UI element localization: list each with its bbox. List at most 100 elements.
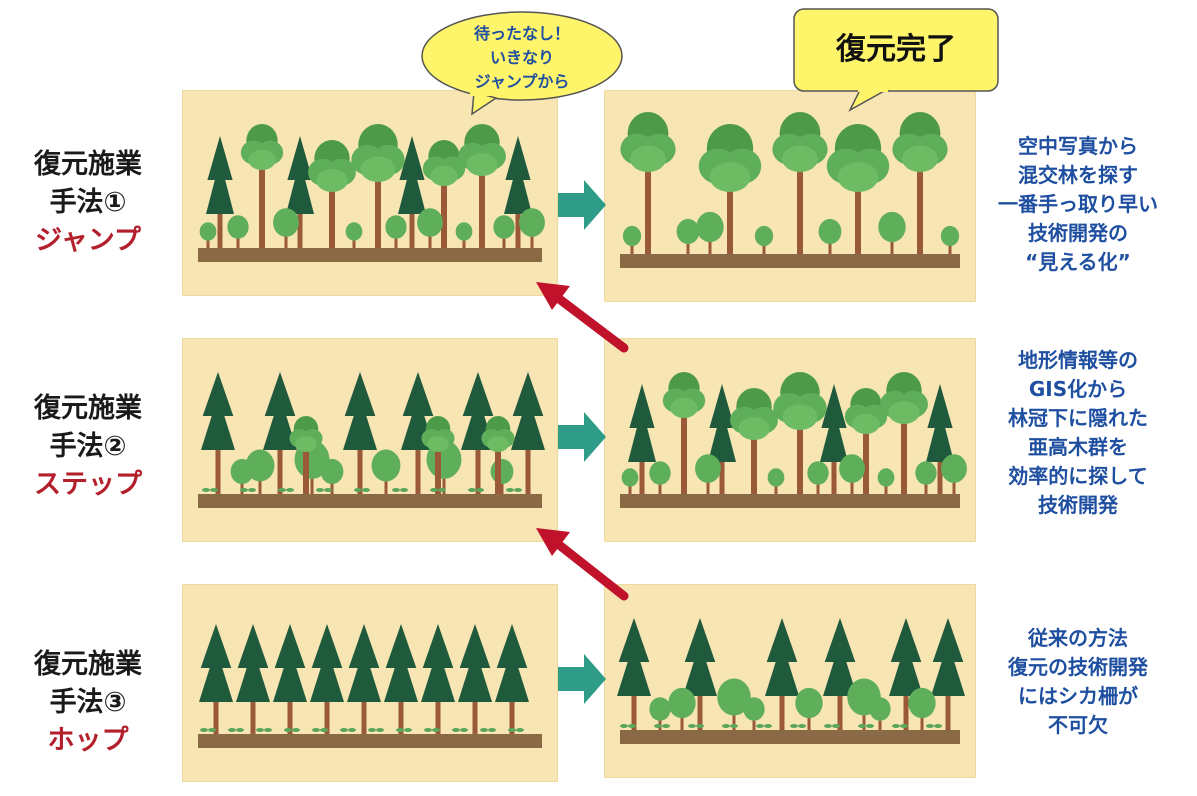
panel-hop-after xyxy=(604,584,976,778)
description-line: GIS化から xyxy=(1028,377,1128,401)
sprout xyxy=(368,728,384,732)
sapling xyxy=(519,208,545,248)
bubble-title: 復元完了 xyxy=(836,32,956,67)
broadleaf-tree xyxy=(240,124,284,248)
conifer-tree xyxy=(310,624,344,734)
sprout xyxy=(316,488,332,492)
conifer-tree xyxy=(889,618,923,730)
sapling xyxy=(940,225,960,254)
progress-arrow-icon xyxy=(558,180,606,230)
sapling xyxy=(493,215,515,248)
forest-illustration xyxy=(620,112,960,268)
method-label-hop: 復元施業 手法③ ホップ xyxy=(8,646,168,760)
sprout xyxy=(228,728,244,732)
sprout xyxy=(452,728,468,732)
panel-jump-before xyxy=(182,90,558,296)
sapling xyxy=(649,461,671,494)
sprout xyxy=(202,488,218,492)
panel-hop-before xyxy=(182,584,558,782)
description-line: 林冠下に隠れた xyxy=(1008,406,1148,430)
sapling xyxy=(621,468,639,494)
broadleaf-tree xyxy=(289,416,323,494)
conifer-tree xyxy=(708,384,736,494)
ground-strip xyxy=(620,494,960,508)
broadleaf-tree xyxy=(481,416,515,494)
sprout xyxy=(508,728,524,732)
forest-illustration xyxy=(617,618,965,744)
conifer-tree xyxy=(765,618,799,730)
broadleaf-tree xyxy=(620,112,676,254)
sapling xyxy=(649,697,671,730)
sprout xyxy=(790,724,806,728)
method-label-step: 復元施業 手法② ステップ xyxy=(8,390,168,504)
conifer-tree xyxy=(273,624,307,734)
conifer-tree xyxy=(286,136,314,248)
forest-illustration xyxy=(620,372,967,508)
sapling xyxy=(227,215,249,248)
panel-step-before xyxy=(182,338,558,542)
broadleaf-tree xyxy=(351,124,405,248)
sapling xyxy=(273,208,299,248)
panel-step-after xyxy=(604,338,976,542)
sprout xyxy=(620,724,636,728)
forest-illustration xyxy=(198,624,542,748)
method-heading-line2: 手法① xyxy=(49,187,127,218)
sapling xyxy=(696,211,724,254)
conifer-tree xyxy=(236,624,270,734)
ground-strip xyxy=(620,254,960,268)
sapling xyxy=(754,225,774,254)
broadleaf-tree xyxy=(458,124,506,248)
sprout xyxy=(506,488,522,492)
conifer-tree xyxy=(343,372,377,494)
ground-strip xyxy=(198,494,542,508)
sapling xyxy=(818,218,842,254)
description-line: 復元の技術開発 xyxy=(1008,655,1148,679)
sapling xyxy=(869,697,891,730)
broadleaf-tree xyxy=(880,372,928,494)
sapling xyxy=(199,222,217,248)
broadleaf-tree xyxy=(826,124,890,254)
conifer-tree xyxy=(199,624,233,734)
sprout xyxy=(688,724,704,728)
bubble-line: いきなり xyxy=(489,48,554,67)
description-hop: 従来の方法 復元の技術開発 にはシカ柵が 不可欠 xyxy=(968,624,1188,740)
conifer-tree xyxy=(504,136,532,248)
sprout xyxy=(926,724,942,728)
sapling xyxy=(371,449,401,494)
speech-bubble-shape xyxy=(793,8,999,112)
sapling xyxy=(676,218,700,254)
speech-bubble-done: 復元完了 xyxy=(790,6,1002,112)
sapling xyxy=(455,222,473,248)
forest-illustration xyxy=(198,124,545,262)
broadleaf-tree xyxy=(422,140,466,248)
sprout xyxy=(468,488,484,492)
sprout xyxy=(392,488,408,492)
description-line: 一番手っ取り早い xyxy=(998,192,1158,216)
sprout xyxy=(722,724,738,728)
description-line: “見える化” xyxy=(1025,250,1131,274)
back-arrow-icon xyxy=(536,528,629,601)
conifer-tree xyxy=(384,624,418,734)
method-name: ジャンプ xyxy=(35,225,141,256)
ground-strip xyxy=(198,248,542,262)
conifer-tree xyxy=(823,618,857,730)
sprout xyxy=(824,724,840,728)
broadleaf-tree xyxy=(844,388,888,494)
sapling xyxy=(877,468,895,494)
sprout xyxy=(284,728,300,732)
description-line: 不可欠 xyxy=(1048,713,1108,737)
sapling xyxy=(767,468,785,494)
sapling xyxy=(385,215,407,248)
sprout xyxy=(858,724,874,728)
description-line: 従来の方法 xyxy=(1028,626,1128,650)
panel-jump-after xyxy=(604,90,976,302)
sapling xyxy=(320,458,344,494)
speech-bubble-shape xyxy=(421,11,623,116)
conifer-tree xyxy=(820,384,848,494)
conifer-tree xyxy=(263,372,297,494)
method-heading-line1: 復元施業 xyxy=(34,149,142,180)
progress-arrow-icon xyxy=(558,654,606,704)
description-line: 空中写真から xyxy=(1018,134,1138,158)
sprout xyxy=(340,728,356,732)
sprout xyxy=(312,728,328,732)
